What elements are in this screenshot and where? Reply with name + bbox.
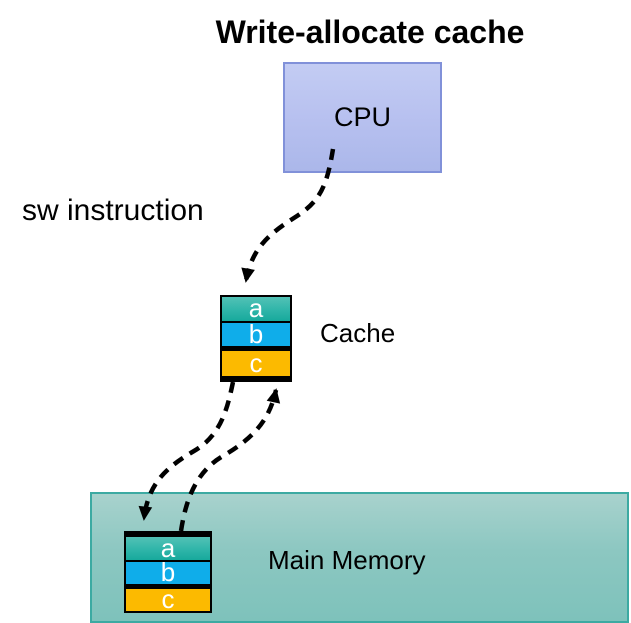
cpu-box: CPU [283, 62, 442, 173]
cache-label: Cache [320, 318, 396, 348]
sw-instruction-label: sw instruction [22, 194, 204, 227]
memory-block-b: b [126, 557, 210, 589]
cache-block-b: b [222, 318, 290, 351]
memory-block-a: a [126, 532, 210, 563]
cache-block-a-label: a [248, 293, 264, 324]
memory-block-c-label: c [161, 584, 175, 615]
memory-block-stack: a b c [124, 531, 212, 613]
cache-block-c: c [222, 347, 290, 378]
memory-block-b-label: b [160, 557, 176, 588]
memory-block-a-label: a [160, 532, 176, 563]
cache-block-stack: a b c [220, 295, 292, 382]
cpu-label: CPU [333, 102, 391, 132]
page-title: Write-allocate cache [215, 14, 525, 50]
cache-block-b-label: b [248, 318, 264, 349]
main-memory-label: Main Memory [268, 545, 426, 575]
memory-block-c: c [126, 584, 210, 615]
cache-block-a: a [222, 293, 290, 324]
cache-block-c-label: c [249, 347, 263, 378]
